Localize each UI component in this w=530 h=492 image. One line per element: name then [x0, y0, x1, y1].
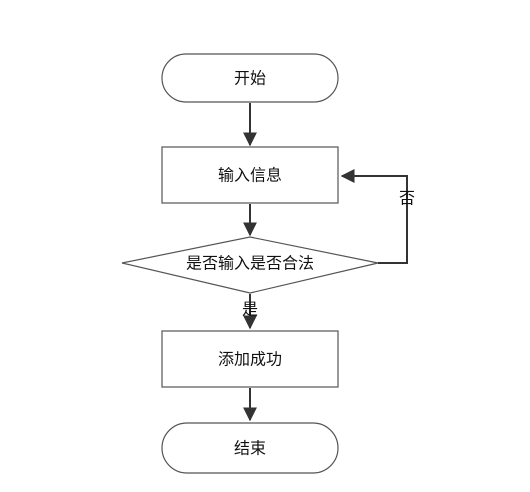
end-node: 结束	[161, 422, 339, 474]
arrow-decision-no-loop	[340, 169, 408, 264]
add-process-shape	[161, 330, 339, 388]
add-node: 添加成功	[161, 330, 339, 388]
input-process-shape	[161, 146, 339, 204]
add-label: 添加成功	[218, 350, 282, 369]
end-terminal-shape	[161, 422, 339, 474]
input-label: 输入信息	[218, 166, 282, 185]
decision-label: 是否输入是否合法	[186, 254, 314, 273]
decision-node: 是否输入是否合法	[121, 236, 379, 294]
start-label: 开始	[234, 69, 266, 88]
yes-branch-label: 是	[242, 300, 258, 319]
start-terminal-shape	[161, 53, 339, 103]
end-label: 结束	[234, 439, 266, 458]
input-node: 输入信息	[161, 146, 339, 204]
decision-shape	[121, 236, 379, 294]
start-node: 开始	[161, 53, 339, 103]
no-branch-label: 否	[399, 189, 415, 208]
